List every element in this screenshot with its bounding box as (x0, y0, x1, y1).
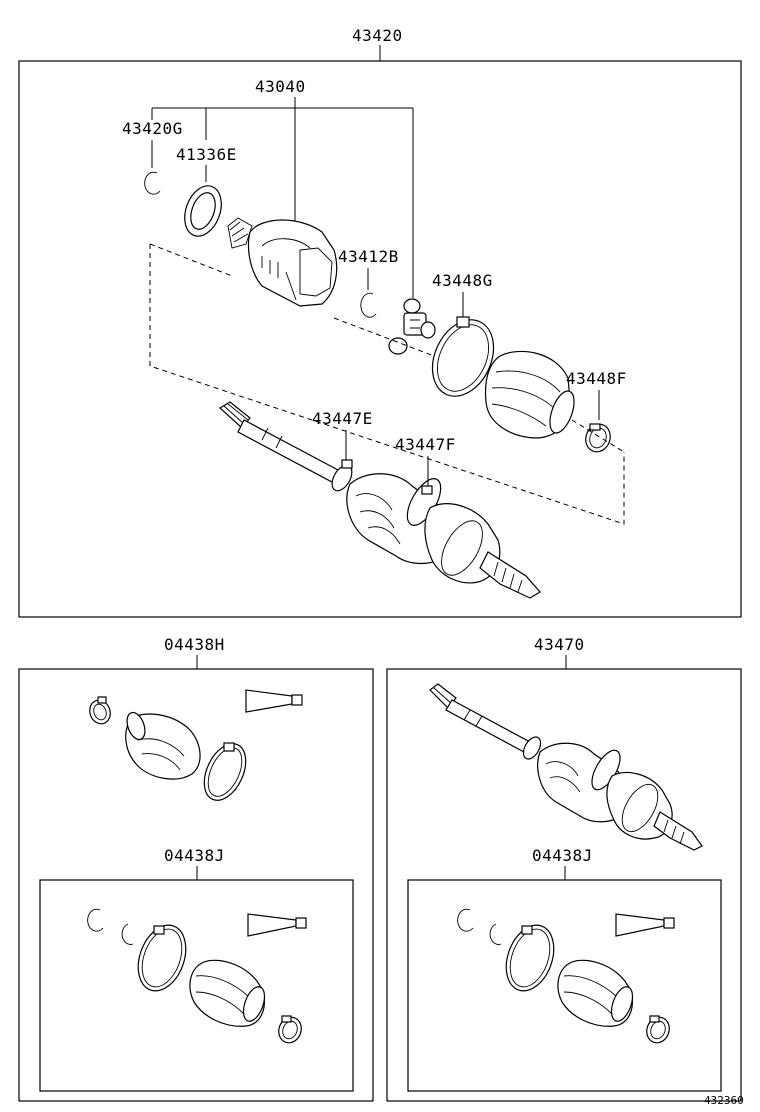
exploded-view-outline (149, 244, 625, 525)
inboard-boot (484, 350, 575, 439)
circlip-left (121, 923, 134, 945)
clamp-43447E (341, 459, 353, 469)
label-43470: 43470 (534, 635, 585, 654)
grease-tube-right (615, 913, 675, 937)
label-43420: 43420 (352, 26, 403, 45)
grease-tube-left (247, 913, 307, 937)
label-04438H: 04438H (164, 635, 225, 654)
kit-43470-frame (386, 668, 742, 1102)
label-41336E: 41336E (176, 145, 237, 164)
clamp-43447F (421, 485, 433, 495)
drive-shaft-43470 (429, 683, 703, 851)
kit-04438H: 04438H 04438J (18, 635, 374, 1102)
boot-outboard (125, 711, 201, 780)
boot-clamp-large (203, 742, 247, 801)
label-43447E: 43447E (312, 409, 373, 428)
boot-clamp-43448G (431, 316, 495, 397)
kit-04438J-left-frame (39, 879, 354, 1092)
boot-clamp-large-left (137, 924, 187, 992)
inboard-joint-housing (227, 217, 338, 307)
label-43448G: 43448G (432, 271, 493, 290)
boot-clamp-small (89, 696, 111, 725)
snap-ring-43420G (144, 171, 161, 195)
boot-inboard-right (557, 959, 634, 1027)
boot-inboard-left (189, 959, 266, 1027)
label-43412B: 43412B (338, 247, 399, 266)
label-04438J-right: 04438J (532, 846, 593, 865)
boot-clamp-small-right (646, 1015, 670, 1044)
drive-shaft-assembly (218, 401, 541, 599)
figure-number: 432360 (704, 1094, 744, 1107)
tripod-joint (388, 298, 436, 355)
kit-04438J-right-frame (407, 879, 722, 1092)
circlip-right (489, 923, 502, 945)
grease-tube (245, 689, 303, 713)
snap-ring-left (87, 908, 104, 932)
boot-clamp-43448F (585, 423, 611, 453)
kit-43470: 43470 04438J (386, 635, 742, 1102)
assembly-43420: 43420 43040 43420G 41336E (18, 26, 742, 618)
oil-seal-41336E (184, 185, 222, 237)
boot-clamp-large-right (505, 924, 555, 992)
kit-04438H-frame (18, 668, 374, 1102)
circlip-43412B (360, 292, 377, 318)
label-43447F: 43447F (395, 435, 456, 454)
label-43448F: 43448F (566, 369, 627, 388)
boot-clamp-small-left (278, 1015, 302, 1044)
snap-ring-right (457, 908, 474, 932)
label-04438J-left: 04438J (164, 846, 225, 865)
label-43040: 43040 (255, 77, 306, 96)
label-43420G: 43420G (122, 119, 183, 138)
